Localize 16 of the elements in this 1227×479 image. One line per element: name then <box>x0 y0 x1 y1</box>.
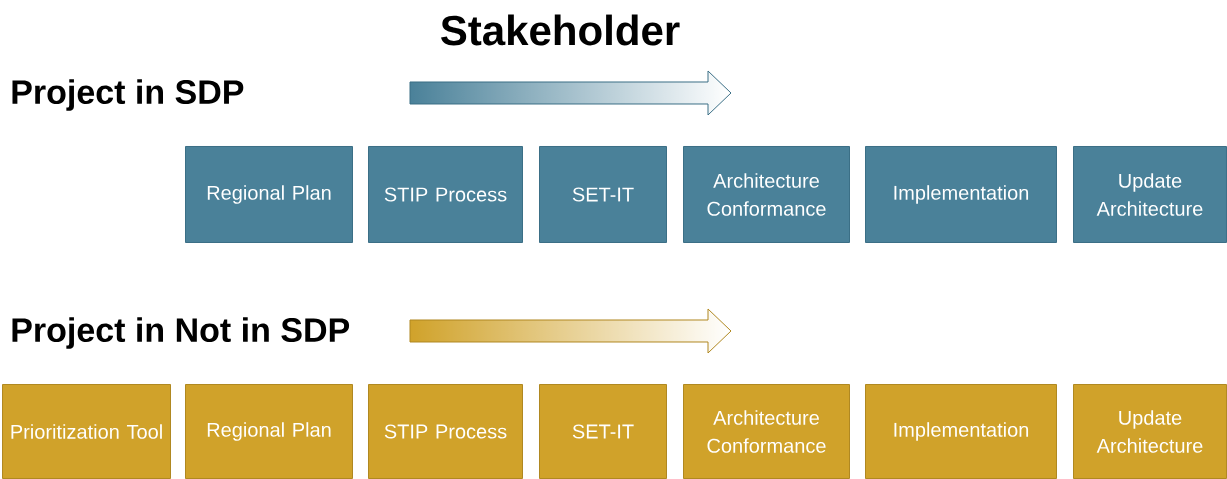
process-box: SET-IT <box>539 146 667 243</box>
row-heading: Project in SDP <box>12 79 244 111</box>
row-heading: Project in Not in SDP <box>12 317 350 349</box>
process-box: SET-IT <box>539 384 667 479</box>
process-box: Regional Plan <box>185 384 353 479</box>
process-box: Prioritization Tool <box>2 384 171 479</box>
process-box: Update Architecture <box>1073 146 1227 243</box>
process-box: Implementation <box>865 384 1057 479</box>
heading: Stakeholder <box>441 14 680 46</box>
process-box: Regional Plan <box>185 146 353 243</box>
process-box: Architecture Conformance <box>683 384 850 479</box>
process-box: STIP Process <box>368 384 523 479</box>
process-box: STIP Process <box>368 146 523 243</box>
process-box: Update Architecture <box>1073 384 1227 479</box>
process-box: Architecture Conformance <box>683 146 850 243</box>
process-box: Implementation <box>865 146 1057 243</box>
